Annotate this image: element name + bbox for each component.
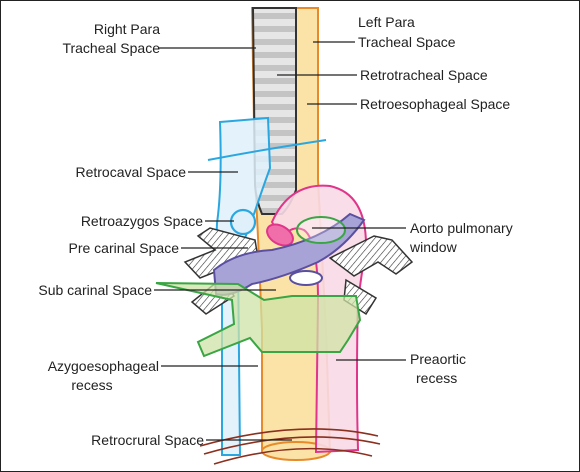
aorto-pulmonary-window (297, 217, 345, 243)
label-aorto-pulmonary-2: window (409, 239, 458, 255)
label-retrotracheal: Retrotracheal Space (360, 67, 488, 83)
label-left-para-tracheal-2: Tracheal Space (358, 34, 456, 50)
label-retroesophageal: Retroesophageal Space (360, 96, 510, 112)
pulmonary-artery-opening (290, 271, 322, 285)
azygos-ring (231, 210, 255, 234)
label-left-para-tracheal-1: Left Para (358, 14, 415, 30)
label-retrocaval: Retrocaval Space (75, 164, 186, 180)
label-azygoesophageal-2: recess (71, 377, 112, 393)
label-sub-carinal: Sub carinal Space (38, 282, 152, 298)
label-preaortic-2: recess (416, 370, 457, 386)
label-azygoesophageal-1: Azygoesophageal (48, 358, 159, 374)
label-preaortic-1: Preaortic (410, 351, 466, 367)
label-retrocrural: Retrocrural Space (91, 432, 204, 448)
label-right-para-tracheal-2: Tracheal Space (62, 40, 160, 56)
label-aorto-pulmonary-1: Aorto pulmonary (410, 220, 513, 236)
label-pre-carinal: Pre carinal Space (68, 240, 179, 256)
label-retroazygos: Retroazygos Space (81, 213, 203, 229)
label-right-para-tracheal-1: Right Para (94, 21, 160, 37)
